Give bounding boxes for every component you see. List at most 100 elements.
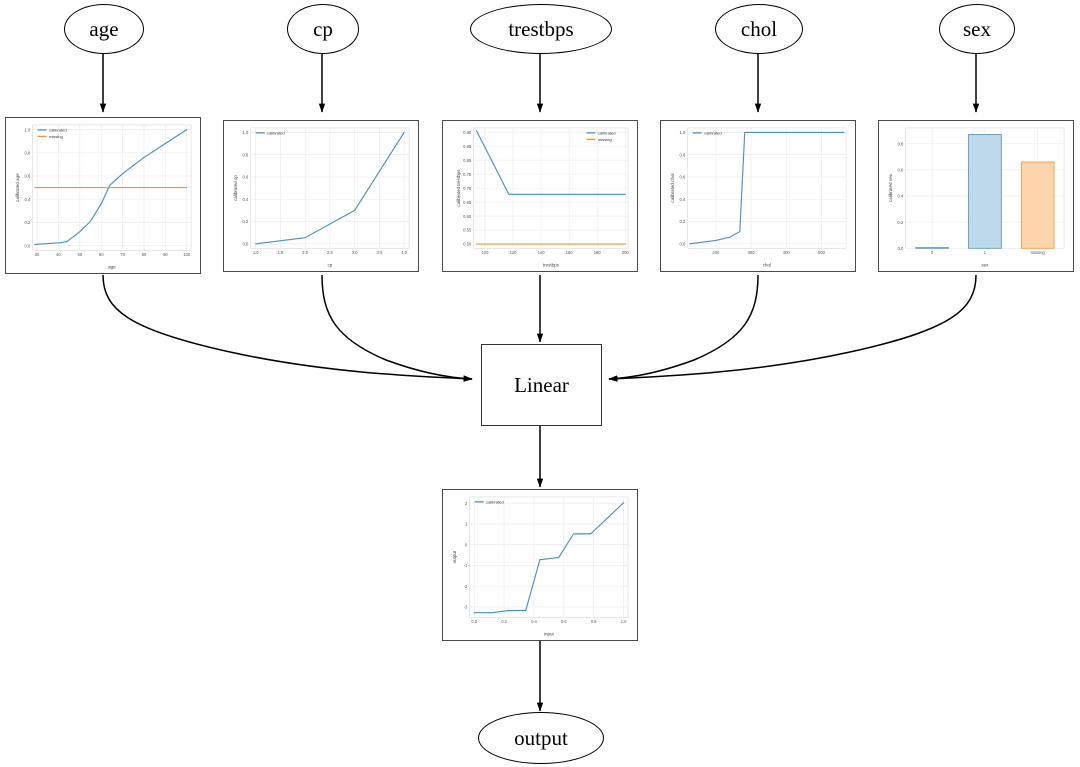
xtick-label: missing [1031, 250, 1046, 255]
ytick-label: 0.60 [463, 214, 472, 219]
ytick-label: 1.0 [680, 130, 686, 135]
edge-sexplot-to-linear [608, 274, 977, 382]
ytick-label: 0.90 [463, 130, 472, 135]
ytick-label: 0.6 [243, 175, 249, 180]
node-age[interactable]: age [64, 4, 144, 54]
ytick-label: 0.2 [25, 220, 31, 225]
xtick-label: 40 [56, 252, 61, 257]
xtick-label: 0.4 [531, 619, 537, 624]
legend-label: missing [49, 134, 63, 139]
xtick-label: 1.5 [278, 250, 284, 255]
node-linear-label: Linear [514, 372, 569, 397]
xtick-label: 200 [622, 250, 630, 255]
ytick-label: -3 [464, 605, 468, 610]
ytick-label: 0.0 [243, 242, 249, 247]
xtick-label: 80 [142, 252, 147, 257]
xtick-label: 180 [594, 250, 602, 255]
bar-1 [968, 134, 1002, 249]
xaxis-label: input [544, 632, 555, 637]
xtick-label: 4.0 [401, 250, 407, 255]
ytick-label: 0.2 [243, 219, 249, 224]
ytick-label: 0.6 [898, 167, 904, 172]
xtick-label: 50 [78, 252, 83, 257]
series-calibrated [34, 129, 188, 246]
ytick-label: 0.8 [898, 141, 904, 146]
node-cp-label: cp [313, 16, 333, 41]
ytick-label: 0.65 [463, 200, 472, 205]
legend-label: calibrated [704, 130, 722, 135]
node-chol-label: chol [740, 16, 778, 41]
bar-missing [1020, 161, 1055, 249]
plot-panel [687, 127, 847, 249]
ytick-label: 0.2 [680, 219, 686, 224]
xtick-label: 1 [984, 250, 987, 255]
ytick-label: 1.0 [243, 130, 249, 135]
xtick-label: 0.6 [561, 619, 567, 624]
node-linear[interactable]: Linear [481, 344, 602, 426]
ytick-label: 0.80 [463, 158, 472, 163]
xaxis-label: chol [763, 263, 771, 268]
legend-label: calibrated [49, 127, 67, 132]
ytick-label: -2 [464, 584, 468, 589]
ytick-label: 0.0 [680, 242, 686, 247]
yaxis-label: calibrated age [15, 173, 20, 202]
edge-cholplot-to-linear [608, 274, 759, 382]
xaxis-label: cp [328, 263, 333, 268]
node-trestbps[interactable]: trestbps [470, 4, 612, 54]
legend-label: calibrated [267, 130, 285, 135]
node-output[interactable]: output [478, 712, 604, 764]
edge-ageplot-to-linear [102, 274, 473, 382]
xaxis-label: sex [981, 263, 989, 268]
ytick-label: 0.55 [463, 228, 472, 233]
yaxis-label: calibrated chol [670, 174, 675, 203]
yaxis-label: calibrated cp [233, 175, 238, 201]
ytick-label: 0.6 [680, 175, 686, 180]
xtick-label: 500 [818, 250, 826, 255]
ytick-label: 0.2 [898, 220, 904, 225]
xtick-label: 90 [163, 252, 168, 257]
legend-label: calibrated [486, 499, 504, 504]
ytick-label: 0.4 [25, 197, 31, 202]
ytick-label: 0.50 [463, 242, 472, 247]
ytick-label: 0 [465, 542, 468, 547]
xtick-label: 0.2 [501, 619, 507, 624]
node-sex-label: sex [963, 16, 991, 41]
xtick-label: 1.0 [621, 619, 627, 624]
series-calibrated [475, 130, 626, 195]
ytick-label: 0.8 [680, 152, 686, 157]
series-calibrated [255, 131, 405, 245]
bar-0 [915, 247, 949, 249]
node-chol[interactable]: chol [715, 4, 803, 54]
xtick-label: 2.5 [327, 250, 333, 255]
node-output-label: output [514, 725, 568, 750]
legend-label: missing [598, 137, 612, 142]
node-cp[interactable]: cp [287, 4, 359, 54]
plot-panel [469, 496, 629, 618]
ytick-label: 0.85 [463, 144, 472, 149]
series-calibrated [689, 131, 845, 245]
ytick-label: 1.0 [25, 127, 31, 132]
xtick-label: 2.0 [302, 250, 308, 255]
node-trestbps-label: trestbps [508, 16, 574, 41]
xtick-label: 30 [35, 252, 40, 257]
ytick-label: 0.6 [25, 174, 31, 179]
xtick-label: 70 [120, 252, 125, 257]
xtick-label: 120 [510, 250, 518, 255]
ytick-label: -1 [464, 563, 468, 568]
ytick-label: 0.70 [463, 186, 472, 191]
xtick-label: 100 [481, 250, 489, 255]
xtick-label: 0.0 [471, 619, 477, 624]
node-sex[interactable]: sex [939, 4, 1015, 54]
node-age-label: age [89, 16, 119, 41]
ytick-label: 2 [465, 501, 468, 506]
ytick-label: 0.0 [25, 243, 31, 248]
